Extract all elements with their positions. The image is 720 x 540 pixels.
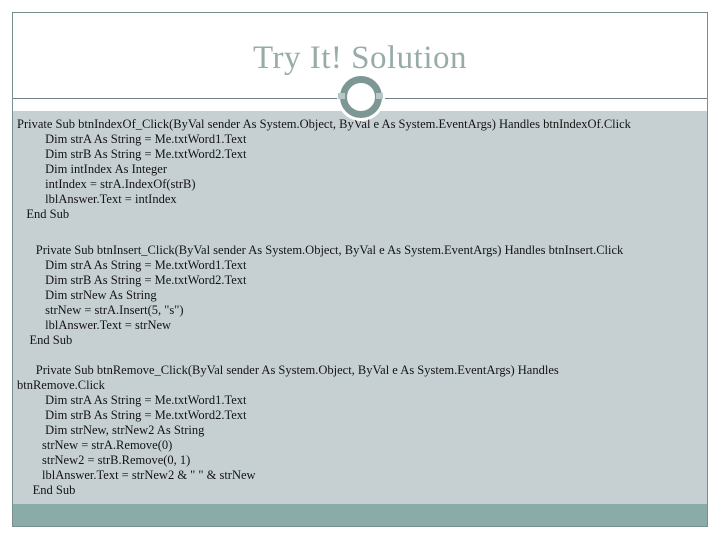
circle-ornament-notch-right-icon (376, 93, 383, 99)
circle-ornament-notch-left-icon (338, 93, 345, 99)
code-block-btninsert-click: Private Sub btnInsert_Click(ByVal sender… (29, 243, 624, 347)
code-block-btnremove-click: Private Sub btnRemove_Click(ByVal sender… (17, 363, 559, 497)
slide-frame: Try It! Solution Private Sub btnIndexOf_… (12, 12, 708, 527)
code-area: Private Sub btnIndexOf_Click(ByVal sende… (13, 111, 707, 504)
slide-title: Try It! Solution (253, 40, 467, 76)
bottom-accent-band (13, 504, 707, 526)
code-block-btnindexof-click: Private Sub btnIndexOf_Click(ByVal sende… (17, 117, 631, 221)
